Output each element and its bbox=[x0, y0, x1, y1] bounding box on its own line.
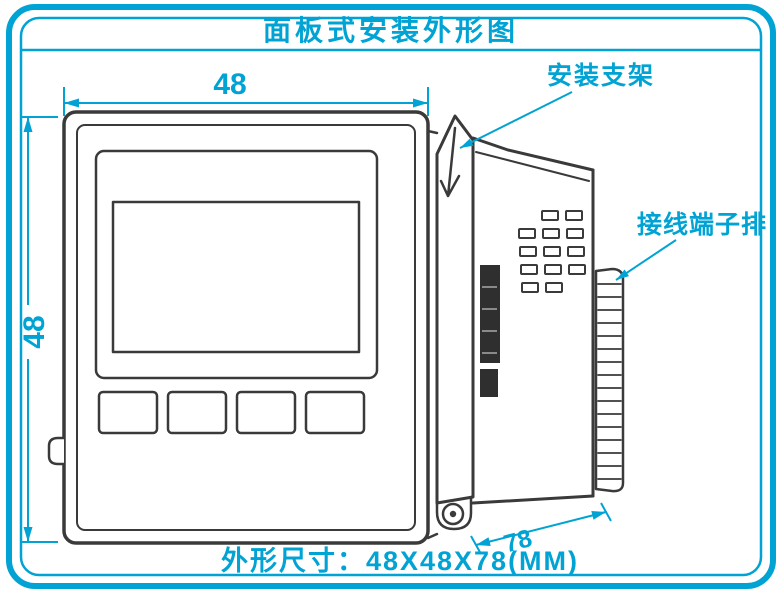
inner-border bbox=[19, 16, 763, 577]
page-title: 面板式安装外形图 bbox=[263, 15, 519, 46]
terminal-block bbox=[594, 267, 625, 493]
body-top-edge bbox=[471, 136, 595, 172]
front-buttons bbox=[97, 390, 366, 435]
connector-bar-lower bbox=[480, 369, 498, 397]
vent-slot bbox=[519, 246, 537, 257]
front-button-3 bbox=[235, 390, 297, 435]
height-arrow-top bbox=[23, 117, 33, 132]
bracket-outline bbox=[435, 114, 475, 505]
front-button-1 bbox=[97, 390, 159, 435]
terminal-callout-label: 接线端子排 bbox=[637, 210, 767, 239]
connector-bar bbox=[480, 265, 500, 397]
mounting-bracket bbox=[435, 114, 475, 531]
width-dim-label: 48 bbox=[213, 68, 246, 101]
bracket-leader-arrow bbox=[460, 138, 474, 148]
terminal-callout: 接线端子排 bbox=[615, 210, 767, 281]
depth-arrow-left bbox=[476, 537, 491, 546]
front-button-2 bbox=[166, 390, 228, 435]
device-body bbox=[426, 129, 595, 540]
terminal-block-outline bbox=[594, 267, 625, 493]
width-arrow-right bbox=[413, 98, 428, 108]
width-arrow-left bbox=[64, 98, 79, 108]
vent-slot bbox=[541, 210, 559, 221]
vent-slot bbox=[521, 282, 539, 293]
vent-slot bbox=[543, 246, 561, 257]
bracket-spring bbox=[439, 126, 461, 198]
bracket-callout: 安装支架 bbox=[459, 61, 655, 149]
lcd-display bbox=[111, 200, 361, 354]
connector-bar-upper bbox=[480, 265, 500, 363]
vent-slot bbox=[567, 246, 585, 257]
depth-dimension: 78 bbox=[470, 502, 612, 558]
vent-slot bbox=[544, 264, 562, 275]
vent-slots bbox=[518, 210, 586, 293]
body-bottom-edge bbox=[471, 494, 595, 505]
height-dimension: 48 bbox=[18, 116, 58, 543]
body-front-bottom-joint bbox=[426, 532, 439, 540]
vent-slot bbox=[518, 228, 536, 239]
footer-dimensions-text: 外形尺寸：48X48X78(MM) bbox=[221, 546, 579, 576]
device-front-panel bbox=[47, 110, 430, 545]
height-arrow-bottom bbox=[23, 527, 33, 542]
vent-slot bbox=[566, 228, 584, 239]
front-button-4 bbox=[304, 390, 366, 435]
vent-slot bbox=[568, 264, 586, 275]
vent-slot bbox=[520, 264, 538, 275]
vent-slot bbox=[542, 228, 560, 239]
display-surround bbox=[94, 149, 379, 380]
outer-border bbox=[6, 4, 776, 589]
terminal-rows bbox=[597, 283, 622, 480]
bracket-foot bbox=[435, 495, 473, 531]
vent-slot bbox=[545, 282, 563, 293]
bracket-leader-line bbox=[459, 91, 573, 149]
device-drawing bbox=[47, 110, 625, 545]
width-dimension: 48 bbox=[63, 68, 429, 116]
terminal-leader-arrow bbox=[616, 269, 629, 280]
panel-side-tab bbox=[47, 436, 64, 466]
body-top-inner-edge bbox=[475, 151, 590, 182]
depth-arrow-right bbox=[591, 511, 606, 520]
front-panel-bezel bbox=[76, 124, 416, 531]
height-dim-label: 48 bbox=[18, 315, 51, 348]
bracket-screw-center bbox=[449, 510, 457, 518]
bracket-callout-label: 安装支架 bbox=[547, 61, 655, 90]
vent-slot bbox=[565, 210, 583, 221]
depth-dim-line bbox=[475, 511, 607, 546]
